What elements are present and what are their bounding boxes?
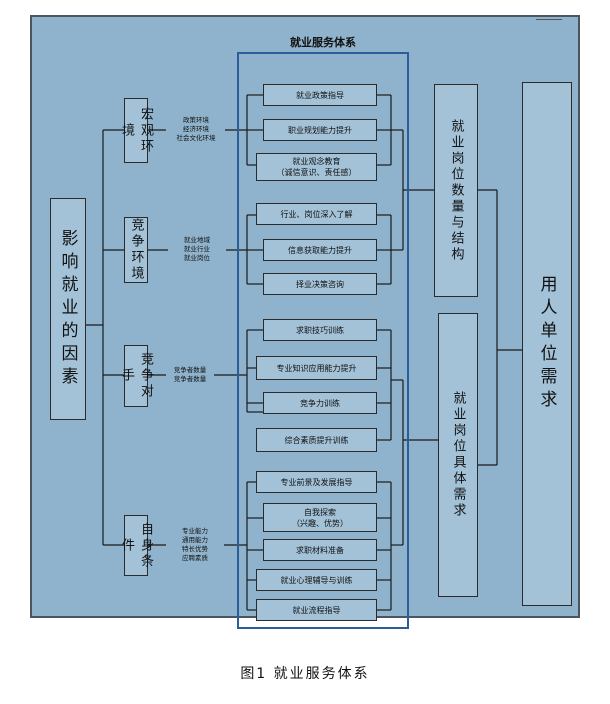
sub-factor-competitive-env: 竞争环境 — [124, 217, 148, 283]
service-knowledge-application: 专业知识应用能力提升 — [256, 356, 377, 380]
employer-demand-box: 用人单位需求 — [522, 82, 572, 606]
service-application-materials: 求职材料准备 — [263, 539, 377, 561]
sub-factor-self-conditions: 自身条件 — [119, 515, 153, 576]
service-job-skills: 求职技巧训练 — [263, 319, 377, 341]
sub-factor-macro-env: 宏观环境 — [119, 98, 153, 163]
service-system-panel — [237, 52, 409, 629]
macro-env-details: 政策环境 经济环境 社会文化环境 — [176, 116, 216, 142]
service-career-decision: 择业决策咨询 — [263, 273, 377, 295]
sub-factor-competitors: 竞争对手 — [119, 345, 153, 407]
competitive-env-details: 就业地域 就业行业 就业岗位 — [184, 236, 210, 262]
corner-mark — [536, 15, 562, 20]
service-quality-improvement: 综合素质提升训练 — [256, 428, 377, 452]
service-employment-concept: 就业观念教育 （诚信意识、责任感） — [256, 153, 377, 181]
figure-caption: 图1 就业服务体系 — [240, 666, 370, 682]
competitors-details: 竞争者数量 竞争者数量 — [173, 366, 207, 383]
service-industry-understanding: 行业、岗位深入了解 — [256, 203, 377, 225]
diagram-title: 就业服务体系 — [290, 36, 356, 49]
service-process-guidance: 就业流程指导 — [256, 599, 377, 621]
service-self-exploration: 自我探索 （兴趣、优势） — [263, 503, 377, 532]
service-career-prospects: 专业前景及发展指导 — [256, 471, 377, 493]
service-competitiveness: 竞争力训练 — [263, 392, 377, 414]
self-conditions-details: 专业能力 通用能力 特长优势 应聘素质 — [182, 527, 208, 562]
service-psychological-training: 就业心理辅导与训练 — [256, 569, 377, 591]
service-policy-guidance: 就业政策指导 — [263, 84, 377, 106]
service-information-acquisition: 信息获取能力提升 — [263, 239, 377, 261]
job-requirements-box: 就业岗位具体需求 — [438, 313, 478, 597]
factors-box: 影响就业的因素 — [50, 198, 86, 420]
job-quantity-structure-box: 就业岗位数量与结构 — [434, 84, 478, 297]
service-career-planning: 职业规划能力提升 — [263, 119, 377, 141]
